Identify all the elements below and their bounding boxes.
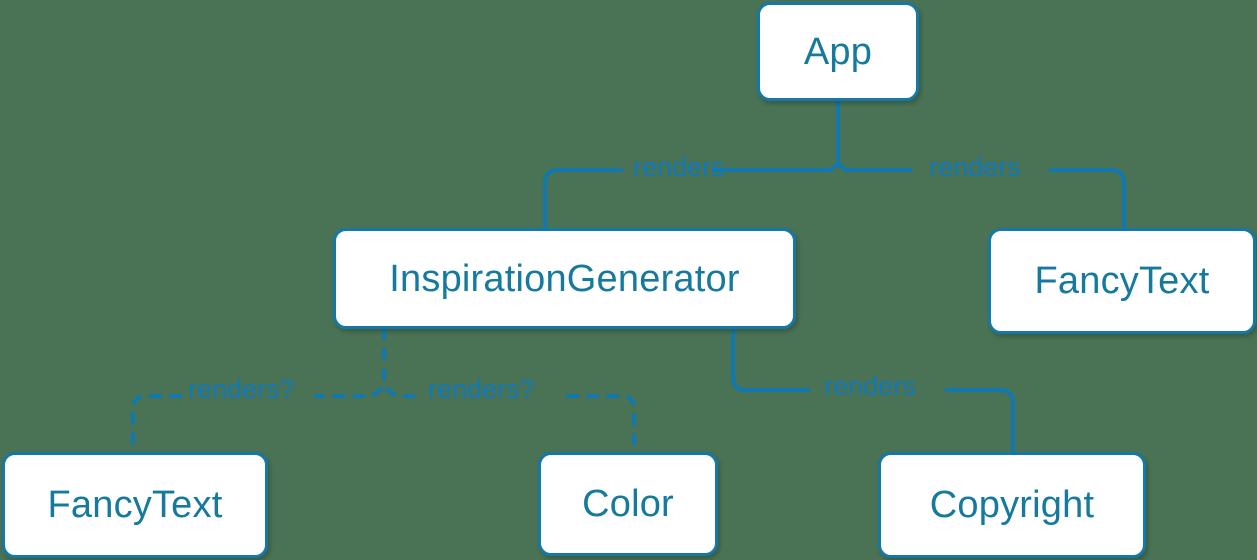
edge-app-inspirationgenerator-left-seg bbox=[543, 168, 623, 230]
node-copyright[interactable]: Copyright bbox=[878, 452, 1146, 558]
edge-inspirationgenerator-color-left-seg bbox=[385, 387, 422, 398]
edge-app-fancytext-left-seg bbox=[836, 162, 913, 172]
node-inspirationgenerator-label: InspirationGenerator bbox=[389, 257, 740, 300]
edge-label-inspirationgenerator-copyright: renders bbox=[824, 371, 916, 401]
node-app[interactable]: App bbox=[757, 2, 919, 101]
edge-label-inspirationgenerator-color: renders? bbox=[428, 374, 535, 404]
node-fancytext-left[interactable]: FancyText bbox=[2, 452, 268, 558]
node-fancytext-right[interactable]: FancyText bbox=[988, 228, 1256, 334]
node-color[interactable]: Color bbox=[538, 452, 718, 556]
node-inspirationgenerator[interactable]: InspirationGenerator bbox=[333, 228, 796, 329]
node-fancytext-right-label: FancyText bbox=[1034, 260, 1210, 302]
edge-app-fancytext-right-seg bbox=[1049, 168, 1126, 230]
edge-inspirationgenerator-copyright-left-seg bbox=[731, 328, 810, 392]
edge-inspirationgenerator-color-right-seg bbox=[566, 394, 636, 454]
edge-app-inspirationgenerator-right-seg bbox=[711, 162, 840, 172]
edge-inspirationgenerator-fancytext-right-seg bbox=[314, 387, 383, 398]
node-fancytext-left-label: FancyText bbox=[47, 484, 223, 526]
edge-label-app-inspirationgenerator: renders bbox=[633, 152, 725, 182]
edge-label-app-fancytext-right: renders bbox=[929, 152, 1021, 182]
node-color-label: Color bbox=[582, 483, 674, 525]
edge-inspirationgenerator-copyright-right-seg bbox=[945, 388, 1015, 454]
node-copyright-label: Copyright bbox=[929, 484, 1095, 526]
edge-inspirationgenerator-fancytext-left-seg bbox=[131, 394, 182, 454]
node-app-label: App bbox=[803, 30, 873, 73]
edge-label-inspirationgenerator-fancytext-left: renders? bbox=[188, 374, 295, 404]
